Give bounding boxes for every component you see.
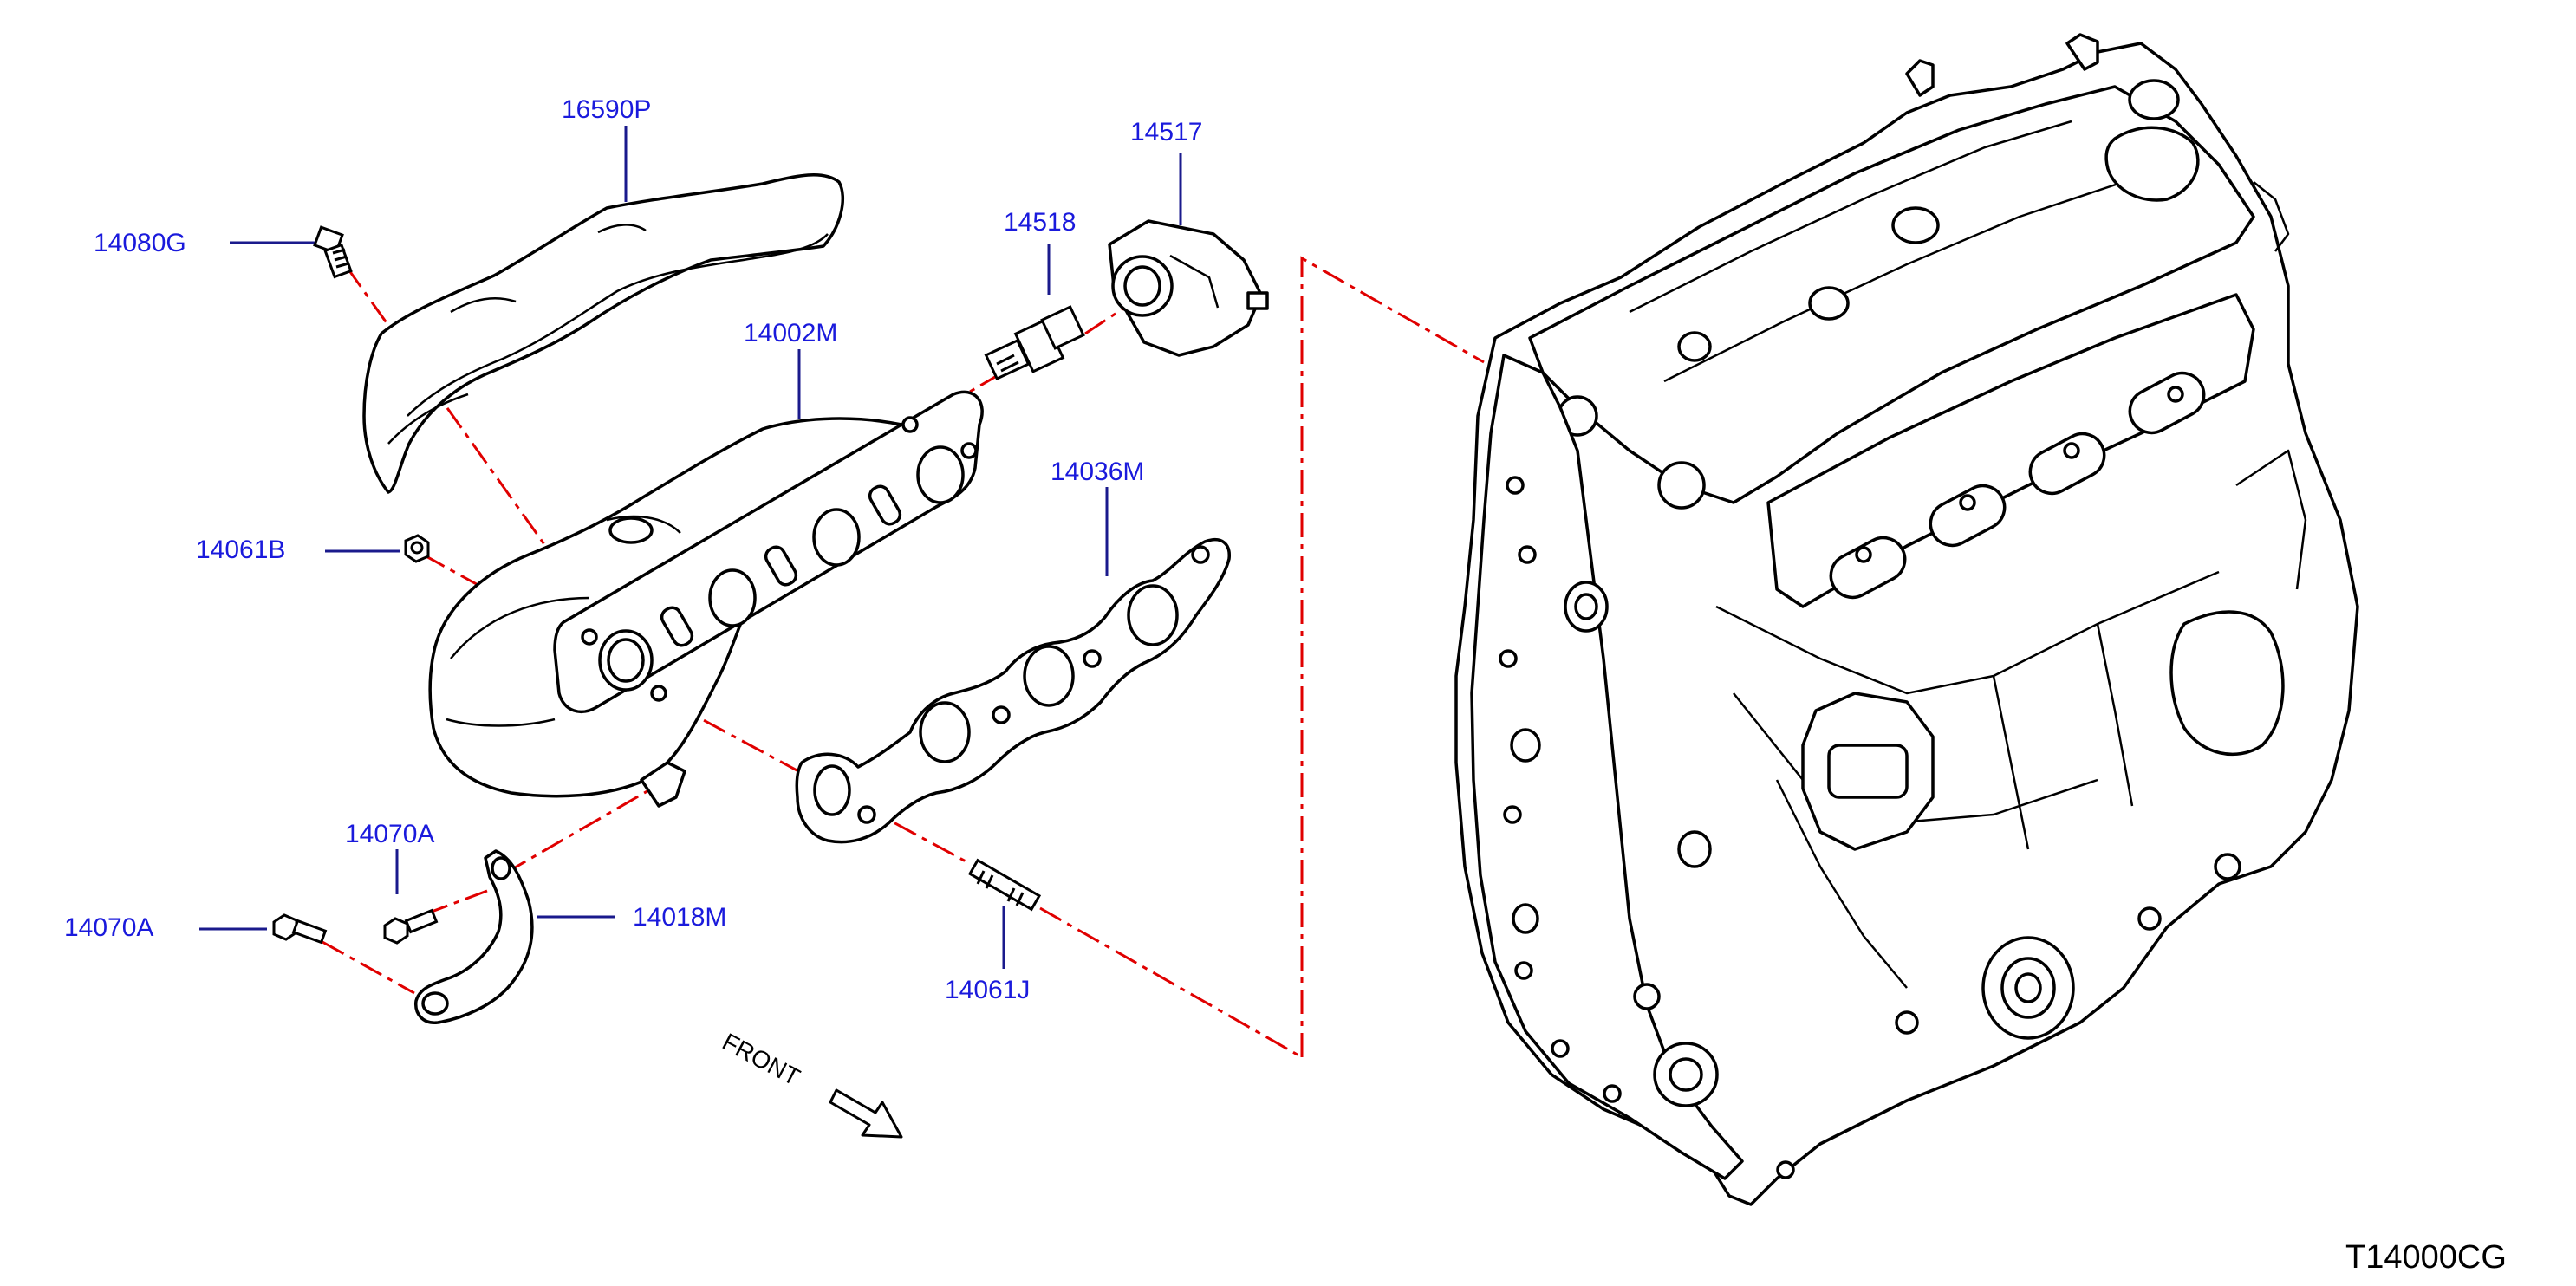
part-label-14070a-upper[interactable]: 14070A [345, 820, 435, 848]
part-label-14002m[interactable]: 14002M [744, 319, 838, 347]
sensor-unit [1108, 219, 1269, 357]
part-label-14018m[interactable]: 14018M [633, 903, 727, 932]
engine-block [1454, 33, 2359, 1206]
part-label-14070a-lower[interactable]: 14070A [64, 913, 154, 942]
diagram-code: T14000CG [2345, 1239, 2507, 1276]
exhaust-manifold [428, 390, 984, 808]
part-label-14061b[interactable]: 14061B [196, 536, 286, 564]
part-label-14517[interactable]: 14517 [1130, 118, 1203, 146]
leader-lines [199, 126, 1182, 969]
part-label-16590p[interactable]: 16590P [562, 95, 652, 124]
bolt-14080g-shape [313, 225, 353, 279]
front-arrow-icon [829, 1088, 903, 1139]
air-fuel-sensor [984, 305, 1085, 381]
bolt-14070a-shapes [272, 908, 439, 945]
nut-14061b-shape [404, 534, 430, 563]
part-label-14080g[interactable]: 14080G [94, 229, 186, 257]
part-label-14061j[interactable]: 14061J [945, 976, 1031, 1004]
part-label-14036m[interactable]: 14036M [1051, 458, 1145, 486]
part-label-14518[interactable]: 14518 [1004, 208, 1077, 237]
manifold-bracket [414, 849, 534, 1024]
stud-14061j-shape [967, 858, 1042, 912]
manifold-gasket [795, 538, 1231, 844]
heat-insulator [362, 173, 845, 494]
front-direction-label: FRONT [718, 1028, 805, 1091]
